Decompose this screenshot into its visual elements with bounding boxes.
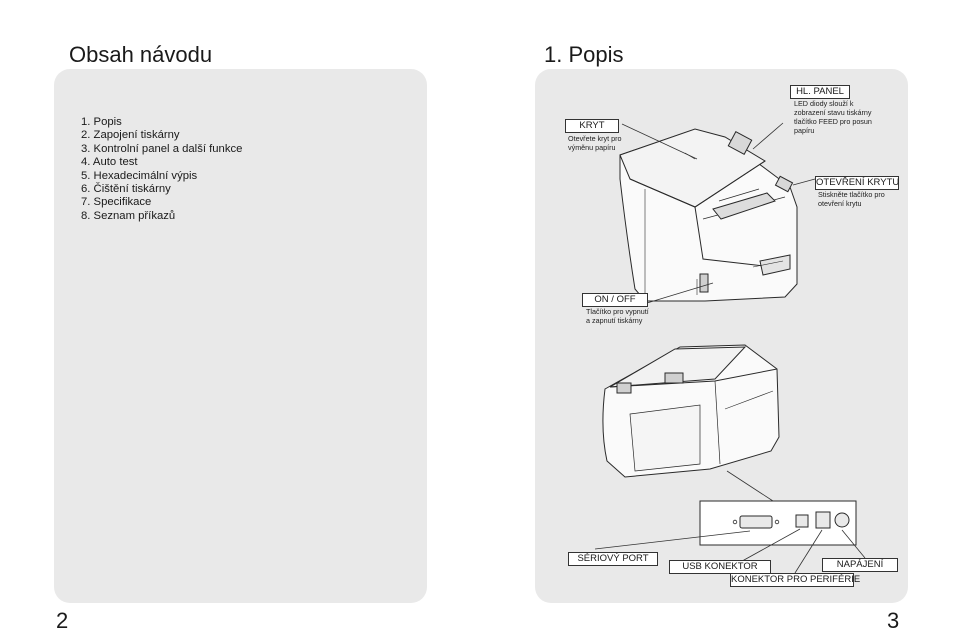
main-panel-description: LED diody slouží k zobrazení stavu tiská… — [794, 99, 872, 135]
left-page-number: 2 — [56, 608, 69, 633]
left-content-panel — [54, 69, 427, 603]
left-page-heading: Obsah návodu — [69, 42, 213, 67]
power-switch-label: ON / OFF — [582, 293, 648, 307]
cover-description: Otevřete kryt pro výměnu papíru — [568, 134, 622, 152]
printer-rear-view — [602, 344, 780, 478]
toc-item[interactable]: 8. Seznam příkazů — [81, 209, 176, 222]
power-switch-description: Tlačítko pro vypnutí a zapnutí tiskárny — [586, 307, 649, 325]
toc-item[interactable]: 4. Auto test — [81, 156, 138, 169]
cover-label: KRYT — [565, 119, 619, 133]
toc-item[interactable]: 3. Kontrolní panel a další funkce — [81, 142, 243, 155]
peripheral-connector-label: KONEKTOR PRO PERIFÉRIE — [730, 573, 861, 587]
toc-item[interactable]: 6. Čištění tiskárny — [81, 183, 171, 196]
toc-item[interactable]: 2. Zapojení tiskárny — [81, 129, 180, 142]
usb-connector-label: USB KONEKTOR — [669, 560, 771, 574]
right-page-heading: 1. Popis — [544, 42, 624, 67]
power-input-label: NAPÁJENÍ — [822, 558, 898, 572]
toc-item[interactable]: 5. Hexadecimální výpis — [81, 169, 198, 182]
right-page-number: 3 — [887, 608, 900, 633]
printer-illustration — [594, 122, 866, 574]
table-of-contents: 1. Popis 2. Zapojení tiskárny 3. Kontrol… — [81, 116, 242, 223]
serial-port-label: SÉRIOVÝ PORT — [568, 552, 658, 566]
connector-panel — [699, 500, 857, 546]
main-panel-label: HL. PANEL — [790, 85, 850, 99]
printer-front-view — [619, 128, 798, 302]
cover-open-label: OTEVŘENÍ KRYTU — [815, 176, 900, 190]
callout-leaders — [594, 122, 866, 574]
cover-open-description: Stiskněte tlačítko pro otevření krytu — [818, 190, 885, 208]
toc-item[interactable]: 1. Popis — [81, 116, 122, 128]
toc-item[interactable]: 7. Specifikace — [81, 196, 152, 209]
